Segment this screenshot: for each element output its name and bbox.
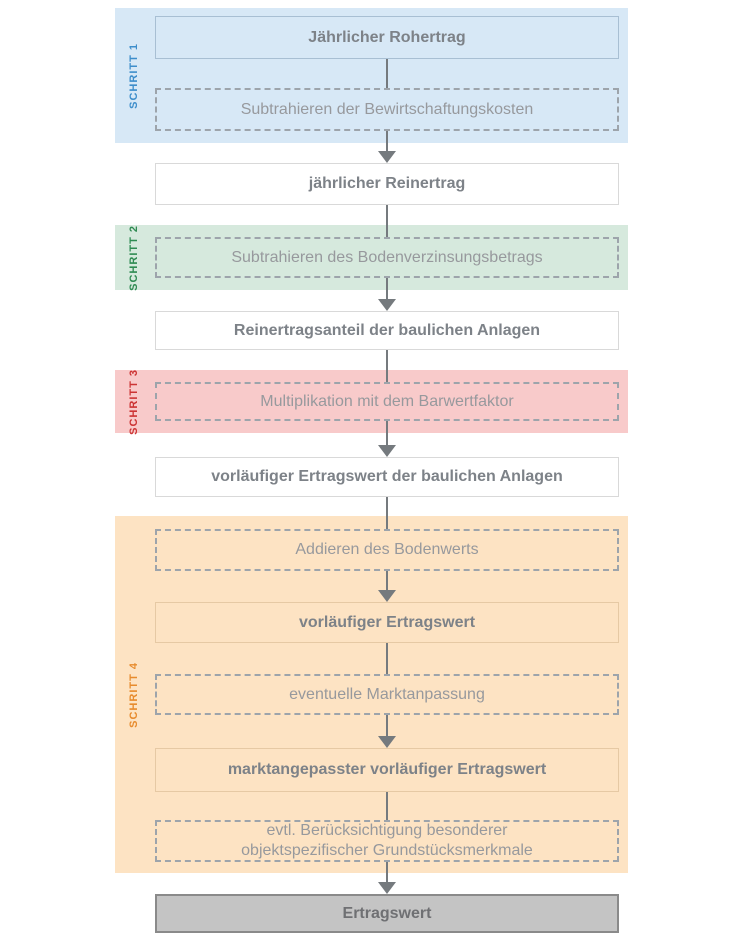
node-marktangepasster-ertragswert: marktangepasster vorläufiger Ertragswert xyxy=(155,748,619,792)
node-jaehrlicher-rohertrag: Jährlicher Rohertrag xyxy=(155,16,619,59)
step1-label-text: SCHRITT 1 xyxy=(128,42,140,109)
connector-line xyxy=(386,792,388,820)
connector-line xyxy=(386,497,388,529)
arrow-down-icon xyxy=(378,736,396,748)
connector-line xyxy=(386,205,388,237)
arrow-line xyxy=(386,715,388,736)
node-besondere-grundstuecksmerkmale-text: evtl. Berücksichtigung besonderer objekt… xyxy=(241,822,533,859)
arrow-line xyxy=(386,571,388,590)
step2-label: SCHRITT 2 xyxy=(115,224,153,291)
step3-band xyxy=(115,370,628,433)
arrow-down-icon xyxy=(378,445,396,457)
step4-label: SCHRITT 4 xyxy=(115,516,153,873)
node-eventuelle-marktanpassung: eventuelle Marktanpassung xyxy=(155,674,619,715)
connector-line xyxy=(386,350,388,382)
step1-label: SCHRITT 1 xyxy=(115,8,153,143)
arrow-down-icon xyxy=(378,882,396,894)
node-subtrahieren-bodenverzinsungsbetrag: Subtrahieren des Bodenverzinsungsbetrags xyxy=(155,237,619,278)
step1-band xyxy=(115,8,628,143)
connector-line xyxy=(386,59,388,88)
step4-band xyxy=(115,516,628,873)
node-subtrahieren-bewirtschaftungskosten: Subtrahieren der Bewirtschaftungskosten xyxy=(155,88,619,131)
arrow-down-icon xyxy=(378,590,396,602)
arrow-down-icon xyxy=(378,151,396,163)
node-vorlaeufiger-ertragswert: vorläufiger Ertragswert xyxy=(155,602,619,643)
connector-line xyxy=(386,643,388,674)
node-addieren-bodenwert: Addieren des Bodenwerts xyxy=(155,529,619,571)
node-ertragswert-final: Ertragswert xyxy=(155,894,619,933)
step4-label-text: SCHRITT 4 xyxy=(128,661,140,728)
step2-label-text: SCHRITT 2 xyxy=(128,224,140,291)
node-multiplikation-barwertfaktor: Multiplikation mit dem Barwertfaktor xyxy=(155,382,619,421)
step2-band xyxy=(115,225,628,290)
arrow-line xyxy=(386,131,388,151)
step3-label-text: SCHRITT 3 xyxy=(128,368,140,435)
step3-label: SCHRITT 3 xyxy=(115,368,153,435)
arrow-line xyxy=(386,278,388,299)
node-reinertragsanteil: Reinertragsanteil der baulichen Anlagen xyxy=(155,311,619,350)
arrow-line xyxy=(386,421,388,445)
node-jaehrlicher-reinertrag: jährlicher Reinertrag xyxy=(155,163,619,205)
arrow-line xyxy=(386,862,388,882)
node-besondere-grundstuecksmerkmale: evtl. Berücksichtigung besonderer objekt… xyxy=(155,820,619,862)
node-vorlaeufiger-ertragswert-anlagen: vorläufiger Ertragswert der baulichen An… xyxy=(155,457,619,497)
arrow-down-icon xyxy=(378,299,396,311)
